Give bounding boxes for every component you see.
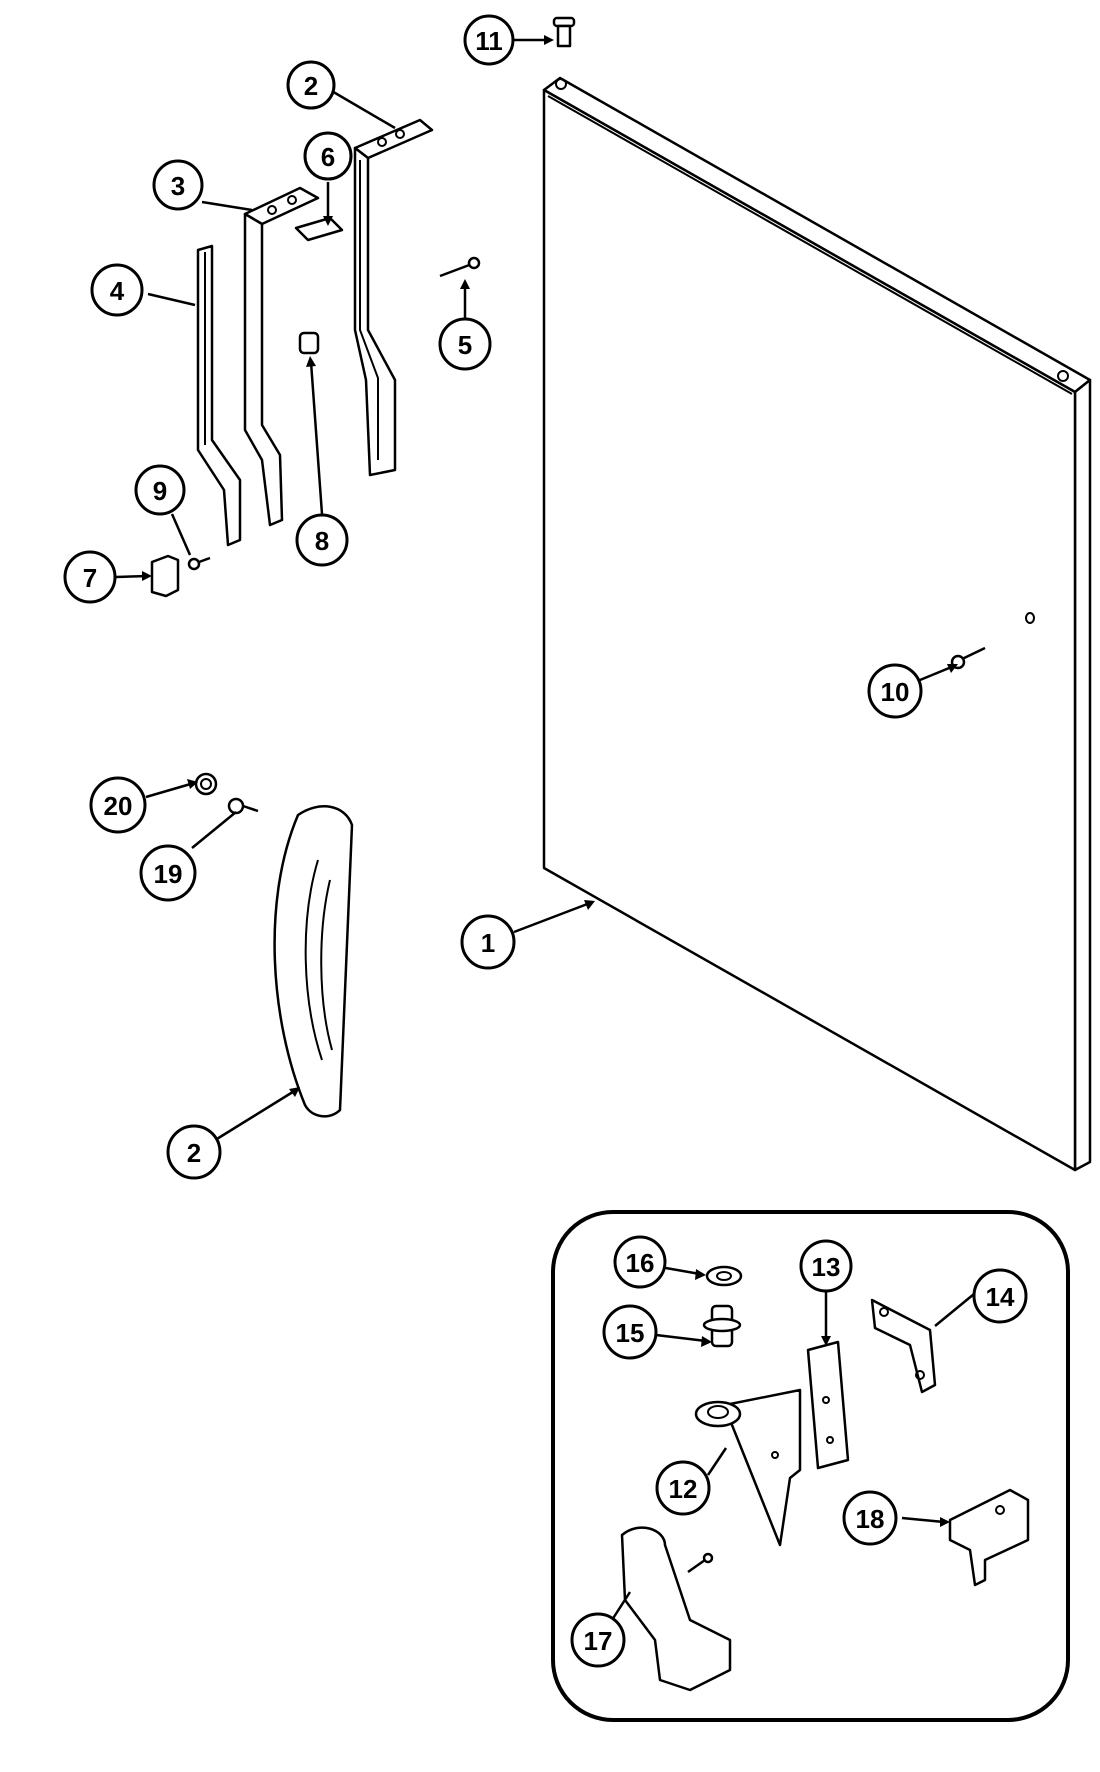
callout-14: 14 <box>972 1268 1028 1324</box>
svg-text:13: 13 <box>812 1252 841 1282</box>
svg-text:12: 12 <box>669 1474 698 1504</box>
svg-text:18: 18 <box>856 1504 885 1534</box>
svg-text:3: 3 <box>171 171 185 201</box>
svg-text:1: 1 <box>481 928 495 958</box>
callout-9: 9 <box>134 464 186 516</box>
svg-text:16: 16 <box>626 1248 655 1278</box>
part-2-door-handle <box>273 805 354 1118</box>
svg-text:2: 2 <box>187 1138 201 1168</box>
callout-7: 7 <box>63 550 117 604</box>
svg-text:10: 10 <box>881 677 910 707</box>
svg-text:19: 19 <box>154 859 183 889</box>
door-panel <box>542 76 1092 1172</box>
part-2-long-bracket <box>353 118 434 477</box>
callout-5: 5 <box>438 317 492 371</box>
part-17-hinge-cover <box>620 1526 732 1692</box>
callout-13: 13 <box>799 1239 853 1293</box>
leader-lines <box>115 35 975 1621</box>
svg-text:20: 20 <box>104 791 133 821</box>
callout-2-handle: 2 <box>166 1124 222 1180</box>
part-7-cap <box>150 554 180 598</box>
svg-text:8: 8 <box>315 526 329 556</box>
svg-text:5: 5 <box>458 330 472 360</box>
part-4-strip <box>196 244 242 547</box>
part-19-screw <box>227 797 259 815</box>
svg-text:15: 15 <box>616 1318 645 1348</box>
callout-1: 1 <box>460 914 516 970</box>
callout-6: 6 <box>303 131 353 181</box>
callout-19: 19 <box>139 844 197 902</box>
inset-frame <box>551 1210 1070 1722</box>
part-20-nut <box>194 772 218 796</box>
svg-text:6: 6 <box>321 142 335 172</box>
part-11-plug <box>552 16 576 48</box>
part-3-bracket <box>243 186 320 527</box>
svg-text:4: 4 <box>110 276 125 306</box>
callout-12: 12 <box>655 1460 711 1516</box>
callout-2-top: 2 <box>286 60 336 110</box>
svg-text:11: 11 <box>475 26 503 56</box>
callout-11: 11 <box>463 14 515 66</box>
part-6-plate <box>294 216 344 242</box>
callout-3: 3 <box>152 159 204 211</box>
callout-20: 20 <box>89 776 147 834</box>
part-8-clip <box>298 331 320 355</box>
callout-15: 15 <box>602 1304 658 1360</box>
callout-16: 16 <box>613 1235 667 1289</box>
part-9-screw <box>187 556 211 571</box>
svg-text:14: 14 <box>986 1282 1015 1312</box>
part-16-washer <box>705 1265 743 1287</box>
callout-8: 8 <box>295 513 349 567</box>
part-5-screw <box>439 256 481 278</box>
callout-17: 17 <box>570 1612 626 1668</box>
part-12-hinge <box>694 1388 802 1547</box>
part-14-bracket <box>870 1298 937 1394</box>
part-18-bracket <box>948 1488 1030 1587</box>
part-13-plate <box>806 1340 850 1470</box>
svg-text:9: 9 <box>153 476 167 506</box>
svg-text:17: 17 <box>584 1626 613 1656</box>
callout-18: 18 <box>842 1490 898 1546</box>
callout-4: 4 <box>90 263 144 317</box>
callout-10: 10 <box>867 663 923 719</box>
svg-text:7: 7 <box>83 563 97 593</box>
svg-text:2: 2 <box>304 71 318 101</box>
part-15-pin <box>702 1304 742 1348</box>
